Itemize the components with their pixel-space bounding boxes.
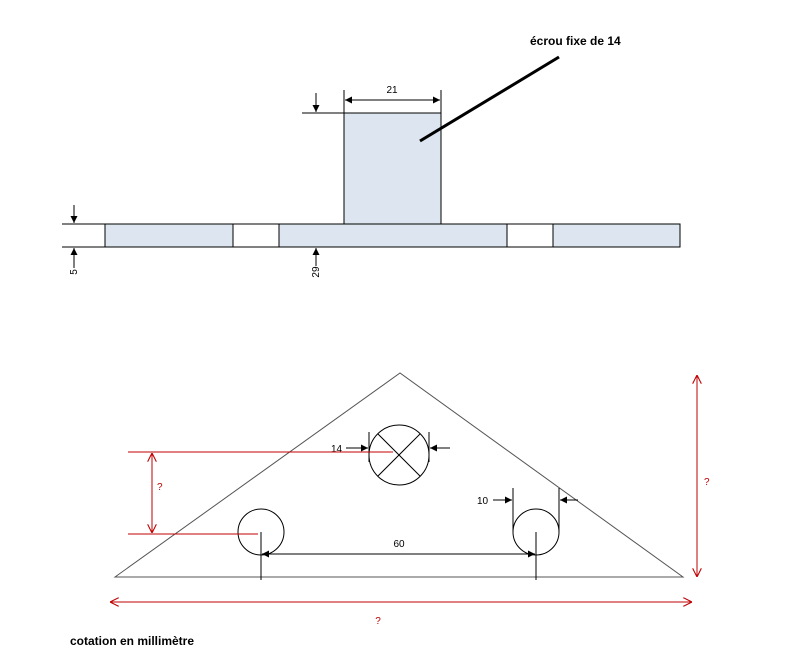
- dim-14-label: 14: [331, 444, 343, 455]
- triangle-plate: [113, 372, 685, 578]
- dim-unknown-height-right-label: ?: [704, 477, 710, 488]
- nut-label: écrou fixe de 14: [530, 34, 621, 48]
- dim-5-label: 5: [69, 269, 80, 275]
- plate-gap-left: [232, 223, 280, 248]
- side-view: 21 écrou fixe de 14 5 29: [62, 34, 681, 278]
- plate-gap-right: [506, 223, 554, 248]
- nut-leader-line: [419, 55, 560, 143]
- footer-note: cotation en millimètre: [70, 634, 194, 648]
- nut-block: [343, 112, 442, 225]
- dim-10-label: 10: [477, 496, 489, 507]
- dim-21-label: 21: [386, 85, 398, 96]
- plate-segment-left: [104, 223, 234, 248]
- plate-segment-center: [278, 223, 508, 248]
- plate-segment-right: [552, 223, 681, 248]
- dim-unknown-base-label: ?: [375, 616, 381, 627]
- front-view: 14 10 60 ? ? ?: [110, 372, 710, 627]
- dim-29-label: 29: [311, 266, 322, 278]
- dim-unknown-vertical-left-label: ?: [157, 482, 163, 493]
- dim-60-label: 60: [393, 539, 405, 550]
